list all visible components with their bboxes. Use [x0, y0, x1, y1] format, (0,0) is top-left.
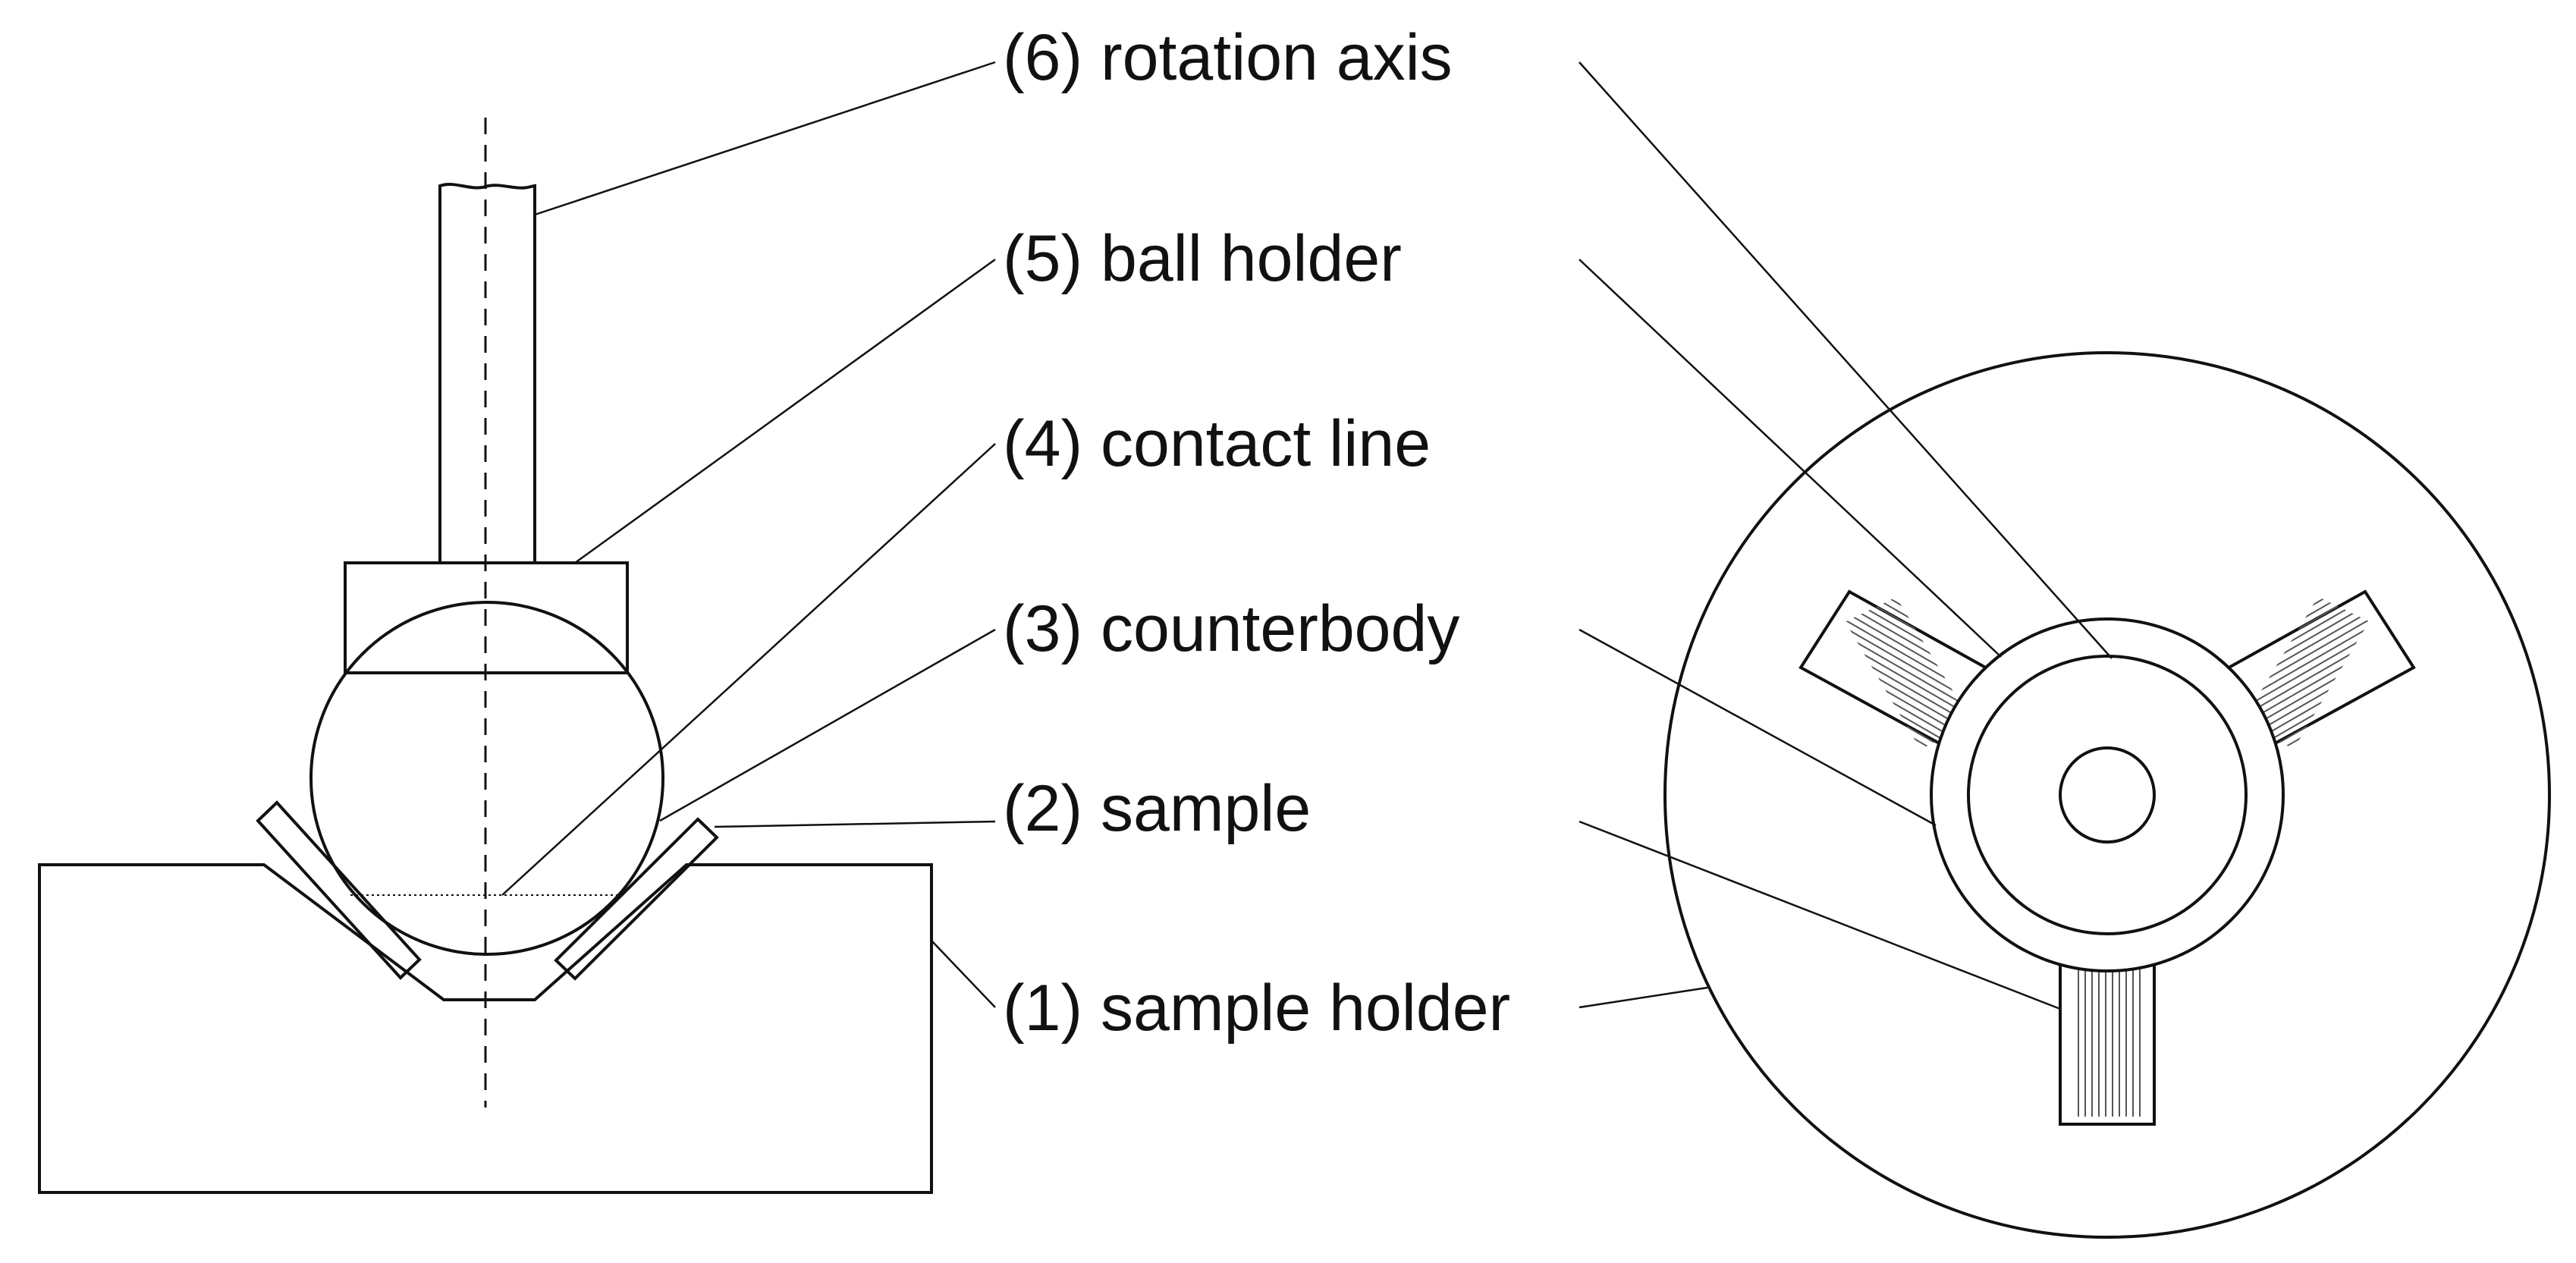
- leader-lines: [501, 61, 2113, 1010]
- label-counterbody: (3) counterbody: [1003, 592, 1459, 665]
- label-contact-line: (4) contact line: [1003, 407, 1431, 480]
- sample-plate-right: [554, 817, 719, 981]
- labels: (6) rotation axis (5) ball holder (4) co…: [1003, 21, 1510, 1045]
- rotation-axis-top: [2059, 746, 2156, 844]
- label-rotation-axis: (6) rotation axis: [1003, 21, 1453, 94]
- label-sample: (2) sample: [1003, 772, 1311, 845]
- label-sample-holder: (1) sample holder: [1003, 972, 1510, 1045]
- sample-plate-left: [256, 800, 422, 980]
- label-ball-holder: (5) ball holder: [1003, 222, 1402, 295]
- top-view: [1663, 351, 2551, 1239]
- sample-holder-block: [38, 863, 933, 1194]
- counterbody-ball: [309, 601, 664, 956]
- ball-holder-shaft: [438, 182, 536, 563]
- side-view: [38, 118, 933, 1194]
- sample-holder-disc: [1663, 351, 2551, 1239]
